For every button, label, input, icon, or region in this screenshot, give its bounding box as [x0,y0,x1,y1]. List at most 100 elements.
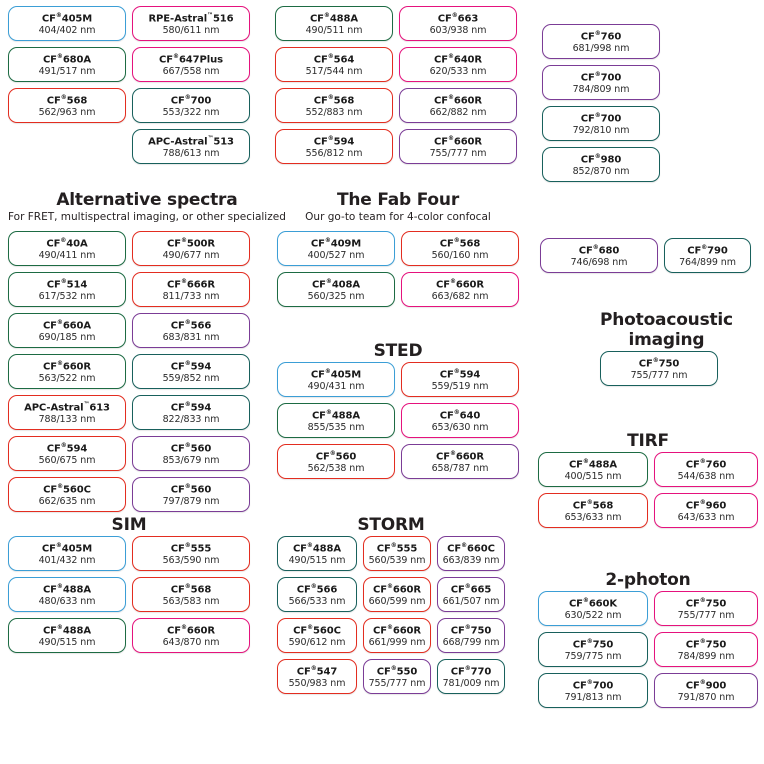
dye-name-base: CF [166,625,181,637]
dye-wavelengths: 653/630 nm [431,422,489,434]
dye-name-base: CF [638,358,653,370]
trademark-mark: ® [323,11,330,19]
dye-name-suffix: 568 [592,500,614,512]
dye-wavelengths: 563/583 nm [162,596,220,608]
trademark-mark: ® [55,11,62,19]
trademark-mark: ® [184,482,191,490]
dye-name: RPE-Astral™516 [135,10,247,25]
dye-wavelengths: 617/532 nm [38,291,96,303]
section-subtitle-fab-four: Our go-to team for 4-color confocal [305,211,491,223]
trademark-mark: ® [699,637,706,645]
dye-wavelengths: 620/533 nm [429,66,487,78]
dye-name: CF®560C [280,622,354,637]
dye-wavelengths: 784/899 nm [677,651,735,663]
trademark-mark: ® [449,449,456,457]
dye-name: CF®568 [404,235,516,250]
dye-name-base: CF [170,484,185,496]
dye-name-base: CF [41,13,56,25]
dye-wavelengths: 663/682 nm [431,291,489,303]
trademark-mark: ® [594,29,601,37]
dye-wavelengths: 852/870 nm [572,166,630,178]
dye-name-base: CF [46,95,61,107]
dye-name-base: CF [313,136,328,148]
dye-name: CF®40A [11,235,123,250]
dye-wavelengths: 663/839 nm [442,555,500,567]
